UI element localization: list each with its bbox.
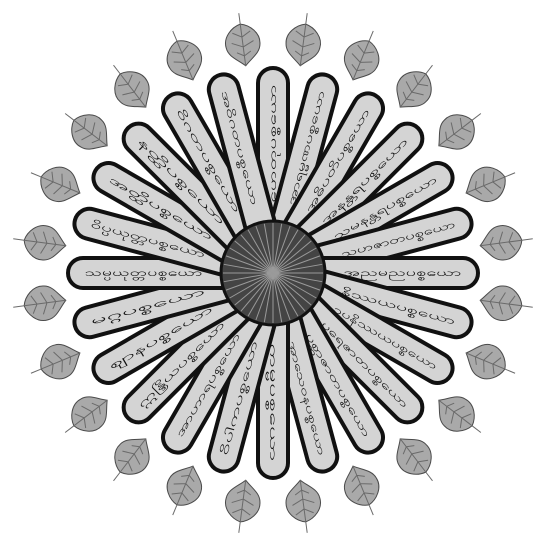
bodhi-leaf-icon	[157, 459, 209, 521]
bodhi-leaf-icon	[459, 337, 521, 389]
bodhi-leaf-icon	[222, 11, 263, 68]
bodhi-leaf-icon	[283, 11, 324, 68]
bodhi-leaf-icon	[24, 157, 86, 209]
bodhi-leaf-icon	[11, 283, 68, 324]
bodhi-leaf-icon	[337, 459, 389, 521]
bodhi-leaf-icon	[459, 157, 521, 209]
bodhi-leaf-icon	[478, 222, 535, 263]
bodhi-leaf-icon	[11, 222, 68, 263]
bodhi-leaf-icon	[157, 24, 209, 86]
center-hub	[221, 221, 325, 325]
bodhi-leaf-icon	[100, 428, 160, 491]
bodhi-leaf-icon	[428, 387, 491, 447]
bodhi-leaf-icon	[387, 428, 447, 491]
bodhi-leaf-icon	[100, 55, 160, 118]
bodhi-leaf-icon	[55, 100, 118, 160]
bodhi-leaf-icon	[387, 55, 447, 118]
bodhi-leaf-icon	[337, 24, 389, 86]
bodhi-leaf-icon	[478, 283, 535, 324]
bodhi-leaf-icon	[55, 387, 118, 447]
bodhi-leaf-icon	[428, 100, 491, 160]
bodhi-leaf-icon	[283, 478, 324, 535]
bodhi-leaf-icon	[222, 478, 263, 535]
bodhi-leaf-icon	[24, 337, 86, 389]
